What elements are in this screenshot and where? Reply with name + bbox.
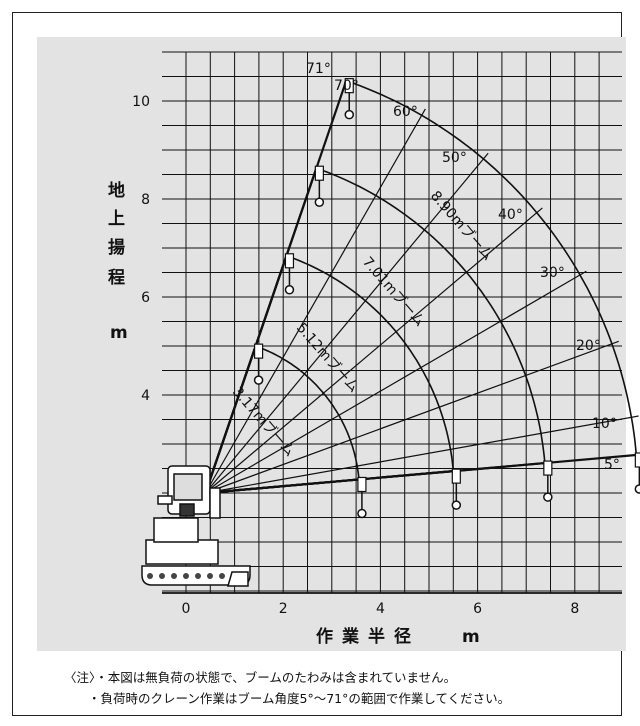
angle-ray [205,270,587,494]
hook-icon [344,109,355,120]
hook-icon [634,484,640,494]
boom-arc [346,79,638,456]
note-line-1: 〈注〉・本図は無負荷の状態で、ブームのたわみは含まれていません。 [64,670,457,685]
angle-label: 20° [576,338,601,354]
y-axis-title-char-1: 地 [108,180,125,201]
angle-label: 40° [498,207,523,223]
y-tick-label: 6 [141,290,150,306]
boom-length-label: 5.12mブーム [293,319,363,395]
hook-block [543,460,553,476]
angle-label: 71° [306,61,331,77]
angle-labels: 71°70° 60° 50° 40° 30° 20° 10° 5° [306,61,620,473]
hook-block [357,476,367,493]
angle-label: 50° [442,150,467,166]
hook-markers [253,78,640,519]
x-tick-label: 0 [182,601,191,617]
hook-icon [253,375,264,385]
x-tick-label: 6 [473,601,482,617]
tick-labels: 0 2 4 6 8 4 6 8 10 [132,94,579,617]
hook-icon [314,197,325,207]
y-axis-unit: m [110,323,128,343]
boom-line [205,453,637,495]
x-tick-label: 4 [376,601,385,617]
angle-ray [205,207,543,494]
angle-label: 70° [334,78,359,94]
angle-ray [204,108,426,494]
angle-label: 10° [592,416,617,432]
x-tick-label: 8 [570,601,579,617]
hook-icon [284,285,295,295]
x-axis-title: 作業半径 [316,626,420,647]
hook-block [253,343,264,359]
y-axis-title-char-2: 上 [108,209,125,229]
angle-label: 30° [540,265,565,281]
y-axis-title-char-4: 程 [108,268,125,288]
note-line-2: ・負荷時のクレーン作業はブーム角度5°〜71°の範囲で作業してください。 [88,691,511,706]
y-tick-label: 4 [141,388,150,404]
excavator-icon [141,465,251,587]
boom-length-label: 7.01mブーム [359,253,429,329]
angle-label: 5° [604,457,620,473]
angle-ray [205,415,639,494]
hook-icon [543,492,553,502]
y-tick-label: 10 [132,94,150,110]
hook-block [451,468,461,484]
angle-label: 60° [393,104,418,120]
y-tick-label: 8 [141,192,150,208]
hook-icon [451,500,462,510]
hook-block [314,165,324,181]
angle-ray [205,340,619,494]
angle-ray [204,152,489,494]
hook-block [634,452,640,468]
hook-block [284,253,295,269]
y-axis-title-char-3: 揚 [108,238,125,258]
x-axis-unit: m [462,627,489,647]
grid-lines [162,51,622,594]
boom-drawings [204,80,637,495]
boom-line [204,80,348,494]
x-tick-label: 2 [279,601,288,617]
hook-icon [357,508,367,519]
